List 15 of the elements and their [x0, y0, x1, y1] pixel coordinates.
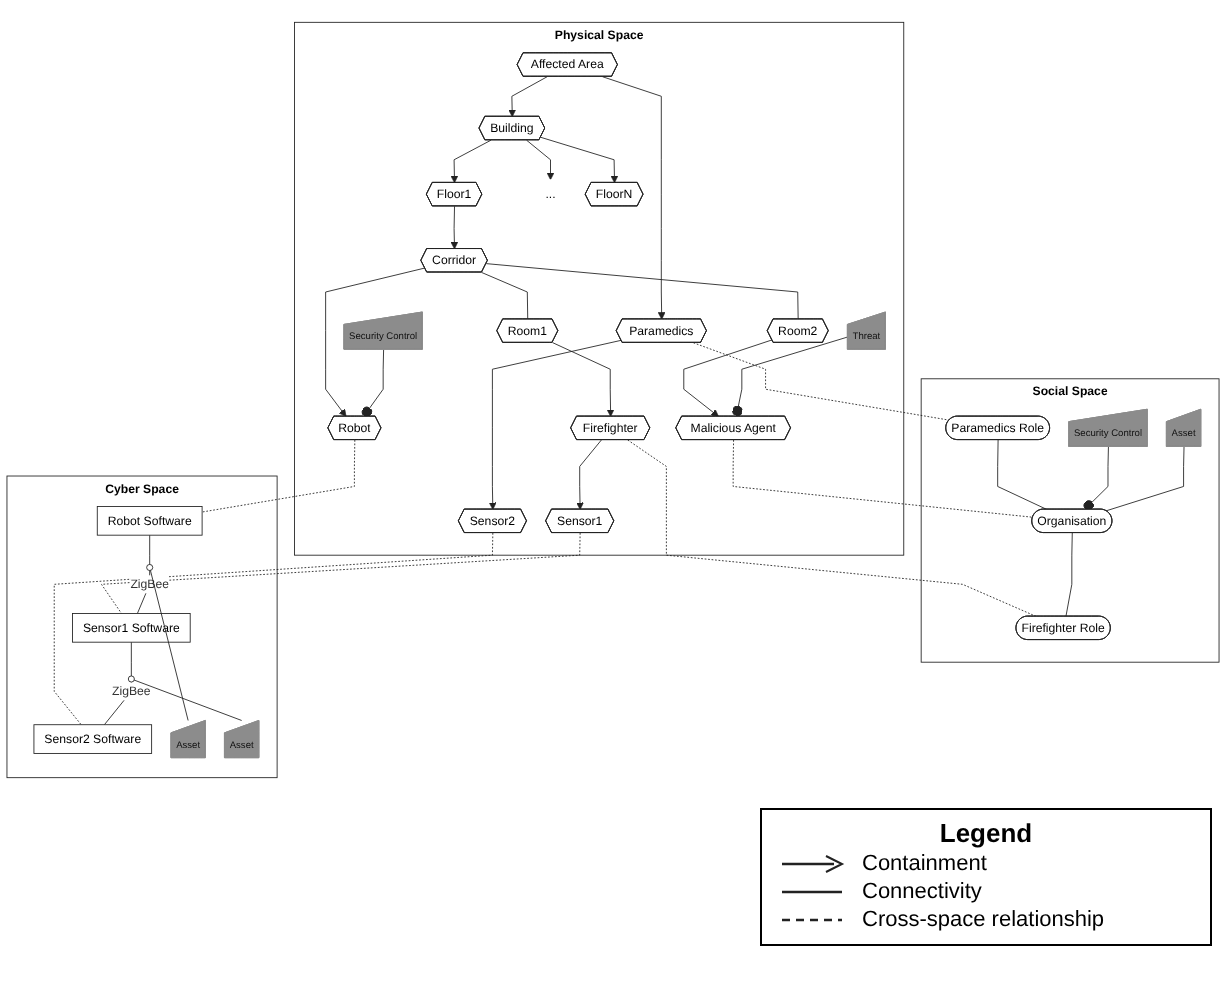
connector — [732, 439, 1034, 518]
legend-text: Cross-space relationship — [862, 908, 1105, 932]
connector-line — [146, 564, 189, 721]
legend-text: Containment — [862, 852, 987, 876]
connector — [1105, 446, 1185, 512]
legend-text: Connectivity — [862, 880, 982, 904]
connector-line — [127, 675, 243, 721]
connector — [627, 439, 1037, 617]
connector — [693, 342, 950, 421]
connector — [1065, 532, 1073, 617]
legend-title: Legend — [937, 818, 1035, 848]
connector — [997, 439, 1048, 510]
connector — [481, 272, 529, 320]
connector — [201, 439, 356, 513]
connector — [485, 263, 799, 320]
